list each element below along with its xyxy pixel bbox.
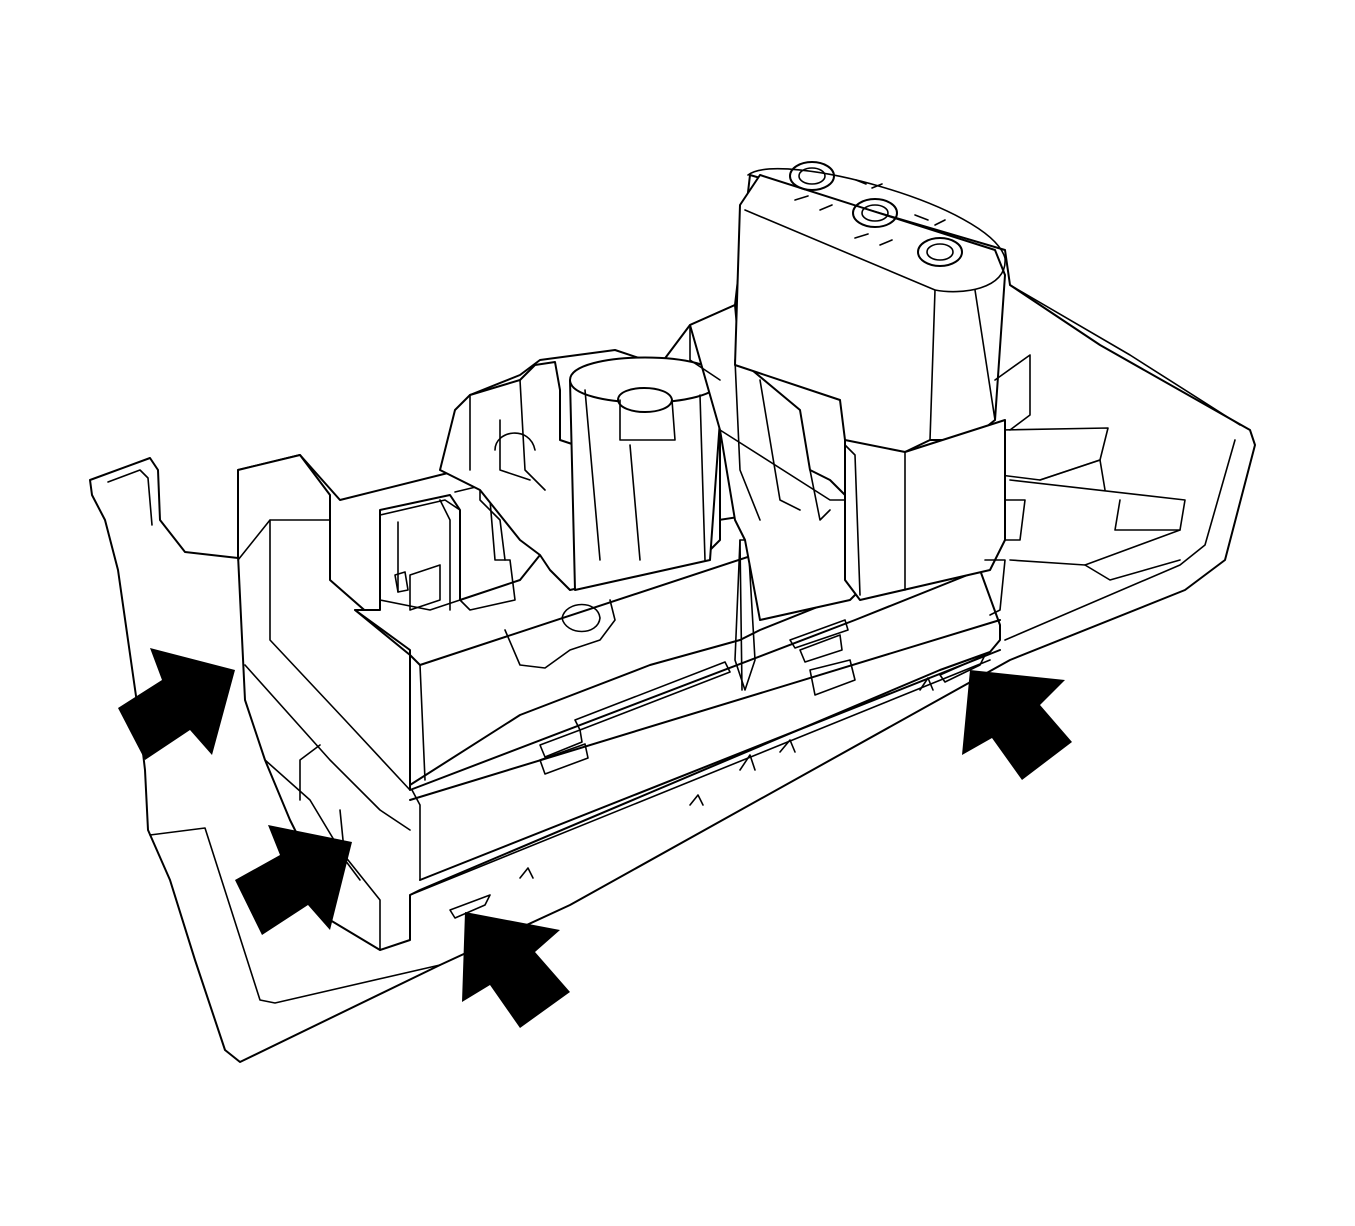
connector-pins <box>789 161 963 267</box>
switch-mechanism-tower <box>439 304 861 621</box>
arrow-icon <box>962 670 1072 780</box>
arrow-icon <box>235 825 352 935</box>
pin-3 <box>914 214 963 267</box>
pin-1 <box>789 161 835 211</box>
arrow-icon <box>118 648 235 760</box>
switch-front-body <box>354 494 861 786</box>
callout-arrows <box>118 648 1072 1028</box>
pin-2 <box>852 179 898 246</box>
arrow-icon <box>462 912 570 1028</box>
